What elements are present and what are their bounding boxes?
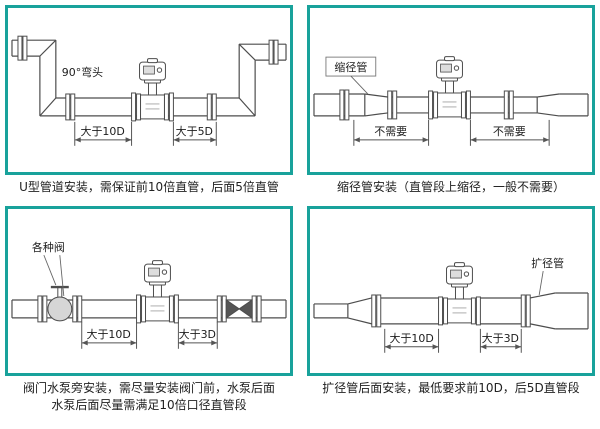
reducer-diagram: 缩径管 不需要 不需要 xyxy=(313,56,589,146)
dimension-left: 不需要 xyxy=(353,119,430,146)
dimension-left: 大于10D xyxy=(384,328,440,353)
dim-label: 大于10D xyxy=(87,327,131,341)
valves-label: 各种阀 xyxy=(32,240,65,254)
pipe-flanges xyxy=(17,35,279,121)
reducer-diagram-box: 缩径管 不需要 不需要 xyxy=(307,5,595,175)
u-pipe-caption: U型管道安装，需保证前10倍直管，后面5倍直管 xyxy=(5,175,293,196)
flowmeter xyxy=(136,259,179,324)
flowmeter xyxy=(438,261,481,326)
dim-label: 不需要 xyxy=(374,125,407,138)
caption-line: U型管道安装，需保证前10倍直管，后面5倍直管 xyxy=(19,180,279,194)
reducer-label: 缩径管 xyxy=(334,60,367,74)
dimension-right: 不需要 xyxy=(469,119,550,146)
u-pipe-diagram: 90°弯头 大于10D 大于5D xyxy=(11,35,287,146)
pipe-flanges xyxy=(371,294,531,328)
panel-valve-pump: 各种阀 大于10D 大于3D xyxy=(5,205,293,414)
expander-pipe xyxy=(313,292,589,330)
gate-valve xyxy=(216,295,262,323)
caption-line: 扩径管后面安装，最低要求前10D，后5D直管段 xyxy=(322,380,580,395)
expander-caption: 扩径管后面安装，最低要求前10D，后5D直管段 xyxy=(307,376,595,397)
leader-line xyxy=(350,75,369,95)
ball-valve xyxy=(37,285,83,323)
flowmeter xyxy=(131,58,174,122)
caption-line: 缩径管安装（直管段上缩径，一般不需要） xyxy=(336,180,565,194)
expander-label: 扩径管 xyxy=(531,256,564,270)
caption-line: 水泵后面尽量需满足10倍口径直管段 xyxy=(51,397,247,412)
dim-label: 大于5D xyxy=(176,124,213,138)
valve-pump-diagram-box: 各种阀 大于10D 大于3D xyxy=(5,205,293,376)
dimension-right: 大于5D xyxy=(172,121,217,146)
pipe-flanges xyxy=(339,89,514,121)
leader-line xyxy=(59,254,65,296)
dimension-left: 大于10D xyxy=(74,121,133,146)
leader-line xyxy=(43,254,57,285)
expander-diagram-box: 扩径管 大于10D 大于3D xyxy=(307,205,595,376)
panel-u-pipe: 90°弯头 大于10D 大于5D xyxy=(5,5,293,196)
dim-label: 不需要 xyxy=(493,125,526,138)
flowmeter xyxy=(428,56,471,120)
elbow-label: 90°弯头 xyxy=(62,65,103,79)
diagram-grid: 90°弯头 大于10D 大于5D xyxy=(5,5,595,414)
dimension-left: 大于10D xyxy=(81,321,138,349)
panel-reducer: 缩径管 不需要 不需要 xyxy=(307,5,595,196)
valve-pump-caption: 阀门水泵旁安装，需尽量安装阀门前，水泵后面 水泵后面尽量需满足10倍口径直管段 xyxy=(5,376,293,414)
caption-line: 阀门水泵旁安装，需尽量安装阀门前，水泵后面 xyxy=(22,380,275,395)
leader-line xyxy=(538,270,544,295)
dimension-right: 大于3D xyxy=(479,328,522,353)
expander-diagram: 扩径管 大于10D 大于3D xyxy=(313,256,589,353)
dimension-right: 大于3D xyxy=(177,321,218,349)
reducer-caption: 缩径管安装（直管段上缩径，一般不需要） xyxy=(307,175,595,196)
dim-label: 大于10D xyxy=(81,124,125,138)
panel-expander: 扩径管 大于10D 大于3D xyxy=(307,205,595,414)
valve-pump-diagram: 各种阀 大于10D 大于3D xyxy=(11,240,287,349)
dim-label: 大于10D xyxy=(389,331,433,345)
dim-label: 大于3D xyxy=(482,331,519,345)
u-pipe-diagram-box: 90°弯头 大于10D 大于5D xyxy=(5,5,293,175)
dim-label: 大于3D xyxy=(179,327,216,341)
